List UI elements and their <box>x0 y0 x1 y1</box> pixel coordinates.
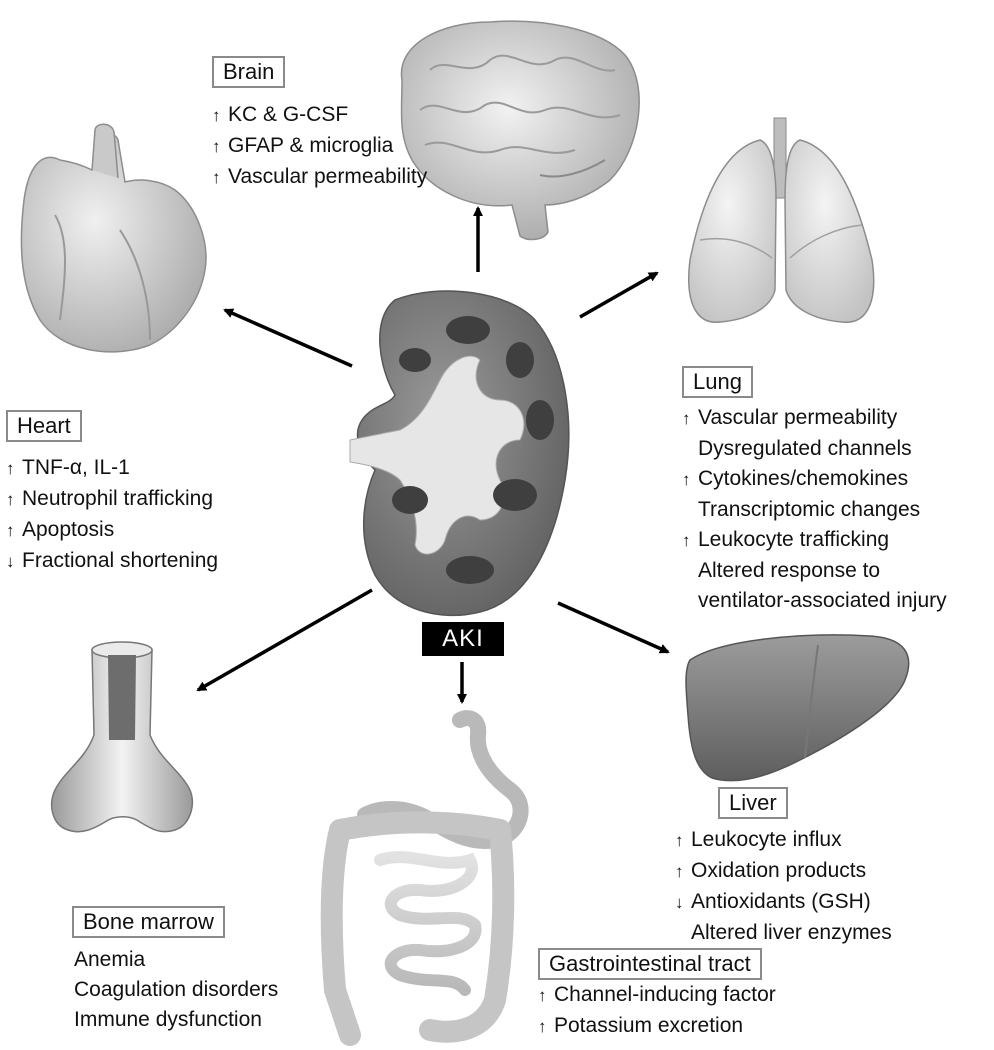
heart-label-box: Heart <box>6 410 82 442</box>
gi-tract-effects-list: ↑ Channel-inducing factor ↑ Potassium excre… <box>538 980 776 1042</box>
effect-item: Immune dysfunction <box>74 1005 278 1035</box>
effect-text: Leukocyte influx <box>691 828 842 851</box>
gi-tract-illustration <box>320 710 529 1046</box>
arrow-to-heart <box>223 308 353 368</box>
gi-tract-label-box: Gastrointestinal tract <box>538 948 762 980</box>
effect-text: Vascular permeability <box>698 406 898 429</box>
arrow-to-lung <box>579 271 659 319</box>
increase-arrow-icon: ↑ <box>675 831 684 850</box>
effect-text: KC & G-CSF <box>228 103 349 126</box>
effect-item: ↑ Oxidation products <box>675 856 892 887</box>
effect-item: Dysregulated channels <box>682 434 947 464</box>
effect-item: Anemia <box>74 945 278 975</box>
effect-text: ventilator-associated injury <box>698 589 947 612</box>
effect-text: GFAP & microglia <box>228 134 394 157</box>
increase-arrow-icon: ↑ <box>682 409 691 428</box>
brain-effects-list: ↑ KC & G-CSF ↑ GFAP & microglia ↑ Vascular pe… <box>212 100 427 193</box>
effect-text: Altered liver enzymes <box>691 921 892 944</box>
effect-item: ventilator-associated injury <box>682 586 947 616</box>
arrow-to-bone-marrow <box>196 588 373 692</box>
effect-text: Dysregulated channels <box>698 437 912 460</box>
effect-text: Antioxidants (GSH) <box>691 890 871 913</box>
effect-text: Oxidation products <box>691 859 867 882</box>
heart-effects-list: ↑ TNF-α, IL-1 ↑ Neutrophil trafficking ↑ Apop… <box>6 453 218 577</box>
lung-label-box: Lung <box>682 366 753 398</box>
increase-arrow-icon: ↑ <box>212 106 221 125</box>
bone-illustration <box>51 641 194 833</box>
lung-illustration <box>688 117 875 323</box>
effect-item: ↑ Channel-inducing factor <box>538 980 776 1011</box>
heart-illustration <box>20 123 207 353</box>
liver-effects-list: ↑ Leukocyte influx ↑ Oxidation products ↓ Ant… <box>675 825 892 948</box>
aki-label: AKI <box>422 622 504 656</box>
effect-item: ↑ GFAP & microglia <box>212 131 427 162</box>
effect-text: Transcriptomic changes <box>698 498 921 521</box>
effect-text: Anemia <box>74 948 146 971</box>
effect-text: Immune dysfunction <box>74 1008 262 1031</box>
kidney-illustration <box>349 290 570 617</box>
effect-text: Potassium excretion <box>554 1014 744 1037</box>
effect-item: ↑ Leukocyte trafficking <box>682 525 947 556</box>
increase-arrow-icon: ↑ <box>682 531 691 550</box>
decrease-arrow-icon: ↓ <box>6 552 15 571</box>
bone-marrow-label-box: Bone marrow <box>72 906 225 938</box>
increase-arrow-icon: ↑ <box>6 521 15 540</box>
effect-text: Apoptosis <box>22 518 115 541</box>
effect-text: Coagulation disorders <box>74 978 279 1001</box>
effect-item: ↑ TNF-α, IL-1 <box>6 453 218 484</box>
liver-illustration <box>685 634 910 782</box>
effect-item: ↑ Vascular permeability <box>682 403 947 434</box>
effect-item: Altered liver enzymes <box>675 918 892 948</box>
effect-text: Neutrophil trafficking <box>22 487 214 510</box>
brain-label-box: Brain <box>212 56 286 88</box>
decrease-arrow-icon: ↓ <box>675 893 684 912</box>
increase-arrow-icon: ↑ <box>538 986 547 1005</box>
increase-arrow-icon: ↑ <box>212 137 221 156</box>
effect-text: Altered response to <box>698 559 881 582</box>
liver-label-box: Liver <box>718 787 788 819</box>
effect-text: Channel-inducing factor <box>554 983 776 1006</box>
increase-arrow-icon: ↑ <box>682 470 691 489</box>
effect-item: ↑ KC & G-CSF <box>212 100 427 131</box>
increase-arrow-icon: ↑ <box>675 862 684 881</box>
effect-text: TNF-α, IL-1 <box>22 456 130 479</box>
increase-arrow-icon: ↑ <box>6 490 15 509</box>
effect-item: ↑ Neutrophil trafficking <box>6 484 218 515</box>
effect-item: ↓ Fractional shortening <box>6 546 218 577</box>
effect-text: Leukocyte trafficking <box>698 528 890 551</box>
effect-item: ↑ Vascular permeability <box>212 162 427 193</box>
effect-item: ↑ Leukocyte influx <box>675 825 892 856</box>
arrow-to-liver <box>557 601 670 654</box>
effect-text: Vascular permeability <box>228 165 428 188</box>
effect-text: Fractional shortening <box>22 549 219 572</box>
increase-arrow-icon: ↑ <box>6 459 15 478</box>
effect-item: ↑ Apoptosis <box>6 515 218 546</box>
effect-item: Altered response to <box>682 556 947 586</box>
effect-item: ↓ Antioxidants (GSH) <box>675 887 892 918</box>
effect-item: Coagulation disorders <box>74 975 278 1005</box>
brain-illustration <box>400 20 640 241</box>
increase-arrow-icon: ↑ <box>538 1017 547 1036</box>
increase-arrow-icon: ↑ <box>212 168 221 187</box>
effect-item: ↑ Potassium excretion <box>538 1011 776 1042</box>
effect-item: Transcriptomic changes <box>682 495 947 525</box>
effect-item: ↑ Cytokines/chemokines <box>682 464 947 495</box>
effect-text: Cytokines/chemokines <box>698 467 909 490</box>
connector-arrows <box>196 206 670 704</box>
